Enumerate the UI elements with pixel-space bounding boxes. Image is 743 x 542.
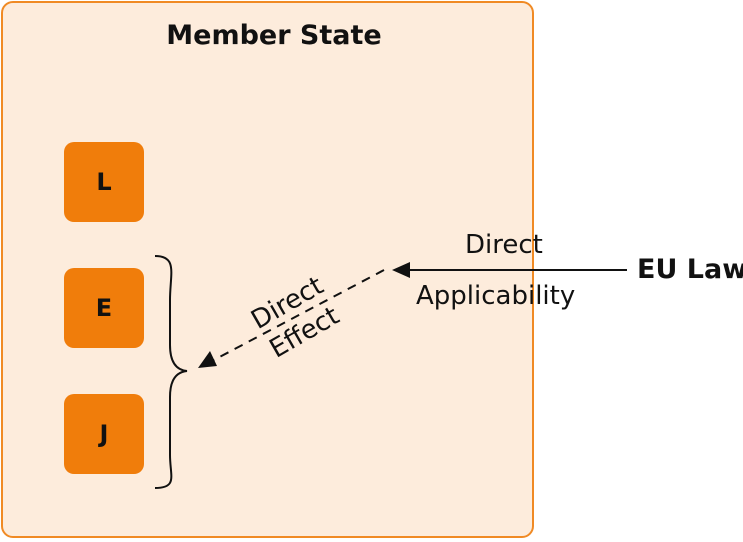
direct-applicability-arrowhead [392,262,410,278]
eu-law-label: EU Law [637,254,743,285]
branch-j-box: J [64,394,144,474]
branch-l-box: L [64,142,144,222]
direct-applicability-label-line1: Direct [465,230,543,260]
direct-applicability-label-line2: Applicability [416,281,576,311]
direct-effect-arrowhead [198,351,217,368]
member-state-title: Member State [166,20,382,51]
branch-e-label: E [95,294,113,322]
grouping-brace [154,255,188,489]
direct-effect-arrow-line [211,269,385,362]
branch-j-label: J [99,420,109,448]
branch-l-label: L [96,168,112,196]
branch-e-box: E [64,268,144,348]
